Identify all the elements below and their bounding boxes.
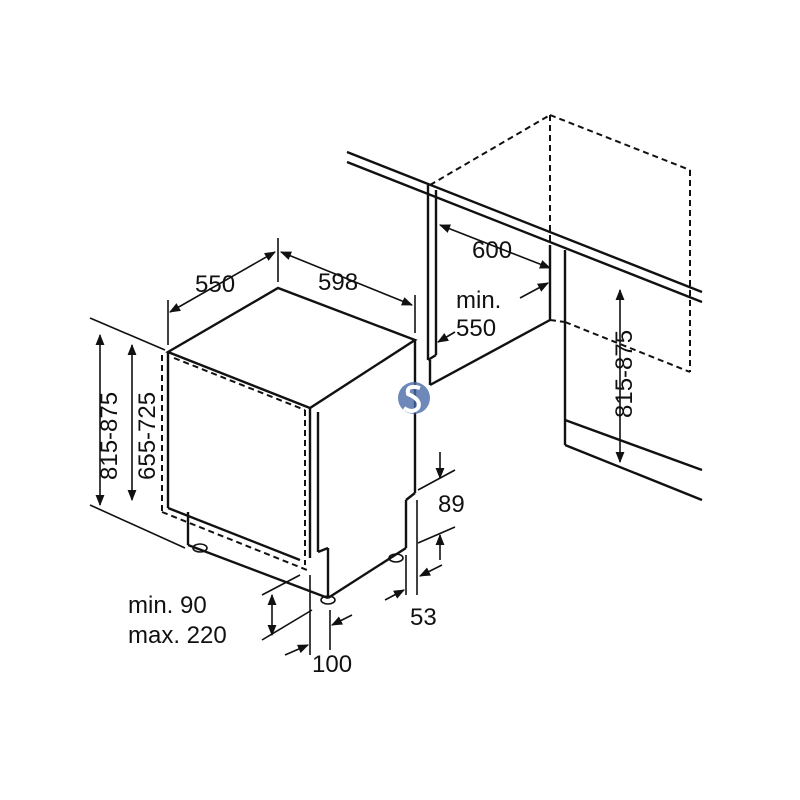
total-height-label: 815-875 xyxy=(96,392,123,480)
foot-icon xyxy=(388,553,404,563)
niche-height-label: 815-875 xyxy=(611,330,638,418)
foot-offset-label: 100 xyxy=(312,651,352,678)
dishwasher-body xyxy=(161,286,418,605)
foot-icon xyxy=(192,543,208,553)
dimension-lines xyxy=(89,224,625,656)
width-label: 598 xyxy=(318,269,358,296)
niche-depth-prefix: min. xyxy=(456,287,501,314)
niche-width-label: 600 xyxy=(472,237,512,264)
side-offset-label: 53 xyxy=(410,604,437,631)
body-height-label: 655-725 xyxy=(134,392,161,480)
worktop xyxy=(346,150,703,304)
rear-step-label: 89 xyxy=(438,491,465,518)
plinth-max-label: max. 220 xyxy=(128,622,227,649)
niche-depth-label: 550 xyxy=(456,315,496,342)
depth-label: 550 xyxy=(195,271,235,298)
watermark-logo xyxy=(398,382,430,414)
foot-icon xyxy=(320,595,336,605)
plinth-min-label: min. 90 xyxy=(128,592,207,619)
